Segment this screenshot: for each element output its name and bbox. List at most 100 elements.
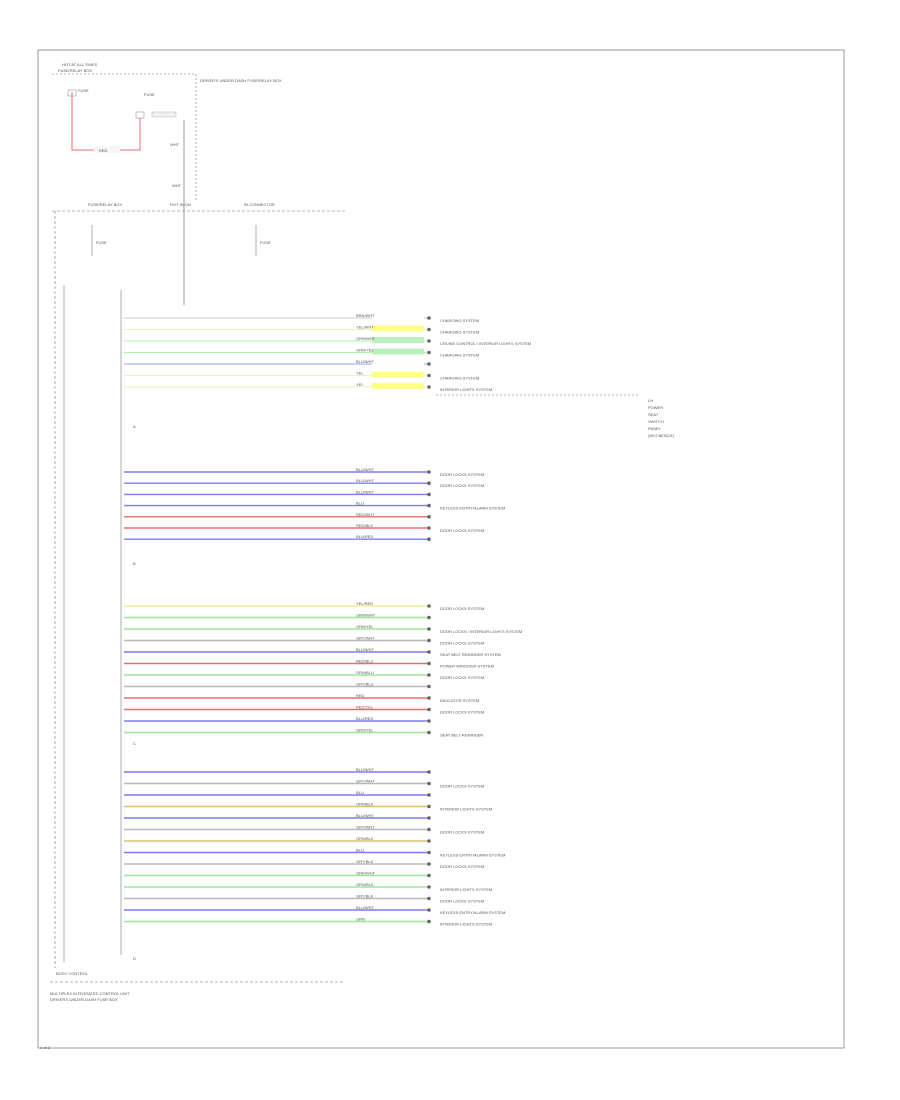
far-right-note: LH POWER SEAT SWITCH PANEL (W/O BENCH): [436, 394, 674, 438]
connector-dot: [427, 684, 431, 689]
wire-color-label: GRN: [356, 917, 365, 922]
wire-color-label: BLU: [356, 790, 364, 795]
connector-dot: [427, 638, 431, 643]
wire-color-label: BLU/RED: [356, 716, 373, 721]
in-connector-label: IN CONNECTOR: [244, 202, 275, 207]
hot-in-on-label: HOT IN ON: [170, 202, 191, 207]
destination-label: CHARGING SYSTEM: [440, 330, 479, 335]
wire-highlight: [372, 360, 424, 366]
wire-highlight: [372, 383, 424, 389]
connector-dot: [427, 385, 431, 389]
wire-color-label: GRN/BLU: [356, 670, 374, 675]
group-label-d: D: [133, 956, 136, 961]
connector-dot: [427, 908, 431, 912]
wire-color-label: BLU: [356, 501, 364, 506]
wire-highlight: [372, 371, 424, 378]
destination-label: DOOR LOCKS SYSTEM: [440, 472, 484, 477]
connector-dot: [427, 526, 431, 530]
wire-color-label: BLU/WHT: [356, 813, 375, 818]
destination-label: CHARGING SYSTEM: [440, 318, 479, 323]
destination-label: INTERIOR LIGHTS SYSTEM: [440, 922, 492, 927]
hot-at-all-times-label: HOT AT ALL TIMES: [62, 62, 97, 67]
wire-color-label: BLU: [356, 848, 364, 853]
fuse-label-c: FUSE: [96, 240, 107, 245]
destination-label: INTERIOR LIGHTS SYSTEM: [440, 887, 492, 892]
wire-color-label: RED/BLK: [356, 523, 373, 528]
connector-dot: [427, 781, 431, 786]
destination-label: DOOR LOCKS SYSTEM: [440, 675, 484, 680]
connector-dot: [427, 350, 431, 355]
wire-color-label: YEL/WHT: [356, 325, 374, 330]
body-control-label: BODY CONTROL: [56, 971, 89, 976]
red-wire-loop: [71, 92, 141, 151]
connector-dot: [427, 730, 431, 735]
wire-color-label: GRN/WHT: [356, 871, 376, 876]
wire-color-label: BLU/RED: [356, 534, 373, 539]
wire-color-label: YEL: [356, 382, 364, 387]
destination-label: DOOR LOCKS SYSTEM: [440, 710, 484, 715]
destination-label: DOOR LOCKS SYSTEM: [440, 641, 484, 646]
wire-color-label: GRN/YEL: [356, 348, 374, 353]
wire-color-label: BLU/WHT: [356, 647, 375, 652]
destination-label: SEAT BELT REMINDER SYSTEM: [440, 652, 501, 657]
wire-color-label: ORN/BLK: [356, 836, 374, 841]
wire-color-label: BLU/WHT: [356, 767, 375, 772]
connector-dot: [427, 919, 431, 924]
connector-dot: [427, 627, 431, 631]
wire-color-label: RED: [356, 693, 365, 698]
wire-color-label: GRN/BLK: [356, 882, 374, 887]
wire-color-label: BLU/WHT: [356, 905, 375, 910]
connector-dot: [427, 816, 431, 820]
connector-body: BODY CONTROL MULTIPLEX INTEGRATED CONTRO…: [40, 211, 345, 1050]
module-label: DRIVER'S UNDER-DASH FUSE/RELAY BOX: [200, 78, 282, 83]
group-label-a: A: [133, 424, 136, 429]
connector-dot: [427, 707, 431, 712]
wire-color-label: RED/BLU: [356, 659, 373, 664]
wire-color-label: GRY/WHT: [356, 636, 375, 641]
destination-label: INTERIOR LIGHTS SYSTEM: [440, 807, 492, 812]
group-label-c: C: [133, 741, 136, 746]
wire-color-label: GRY/BLK: [356, 894, 374, 899]
wire-color-label: GRN/YEL: [356, 624, 374, 629]
connector-dot: [427, 885, 431, 889]
wire-color-label: GRY/WHT: [356, 825, 375, 830]
connector-dot: [427, 827, 431, 832]
wire-color-label: BLU/WHT: [356, 359, 375, 364]
underdash-fusebox-label: DRIVER'S UNDER-DASH FUSE BOX: [50, 997, 118, 1002]
destination-label: DOOR LOCKS SYSTEM: [440, 830, 484, 835]
connector-dot: [427, 719, 431, 723]
destination-label: SEAT BELT REMINDER: [440, 733, 483, 738]
connector-dot: [427, 862, 431, 866]
far-right-note-line-4: SWITCH: [648, 419, 664, 424]
page-footer: 1 of 2: [40, 1045, 51, 1050]
connector-dot: [427, 850, 431, 855]
destination-label: DOOR LOCKS SYSTEM: [440, 864, 484, 869]
fuse-label-a: FUSE: [78, 88, 89, 93]
destination-label: DOOR LOCKS SYSTEM: [440, 528, 484, 533]
far-right-note-line-5: PANEL: [648, 426, 662, 431]
wire-color-label: RED/WHT: [356, 512, 375, 517]
fuse-relay-box-label-b: FUSE/RELAY BOX: [88, 202, 122, 207]
diagram-frame: [37, 49, 845, 1049]
connector-dot: [427, 339, 431, 343]
connector-dot: [427, 327, 431, 332]
destination-label: DOOR LOCKS SYSTEM: [440, 899, 484, 904]
connector-dot: [427, 316, 431, 320]
destination-label: KEYLESS ENTRY/ALARM SYSTEM: [440, 853, 505, 858]
wire-highlight: [372, 325, 424, 332]
destination-label: DOOR LOCKS SYSTEM: [440, 483, 484, 488]
wire-highlight: [372, 348, 424, 355]
destination-label: CHARGING SYSTEM: [440, 353, 479, 358]
connector-dot: [427, 470, 431, 474]
connector-dot: [427, 793, 431, 797]
wire-color-label: YEL: [356, 371, 364, 376]
connector-dot: [427, 492, 431, 497]
far-right-note-line-2: POWER: [648, 405, 663, 410]
wire-color-label: GRY/WHT: [356, 779, 375, 784]
destination-label: POWER WINDOWS SYSTEM: [440, 664, 494, 669]
destination-label: DOOR LOCKS / INTERIOR LIGHTS SYSTEM: [440, 629, 522, 634]
connector-dot: [427, 896, 431, 901]
fuse-relay-box-label-a: FUSE/RELAY BOX: [58, 68, 92, 73]
